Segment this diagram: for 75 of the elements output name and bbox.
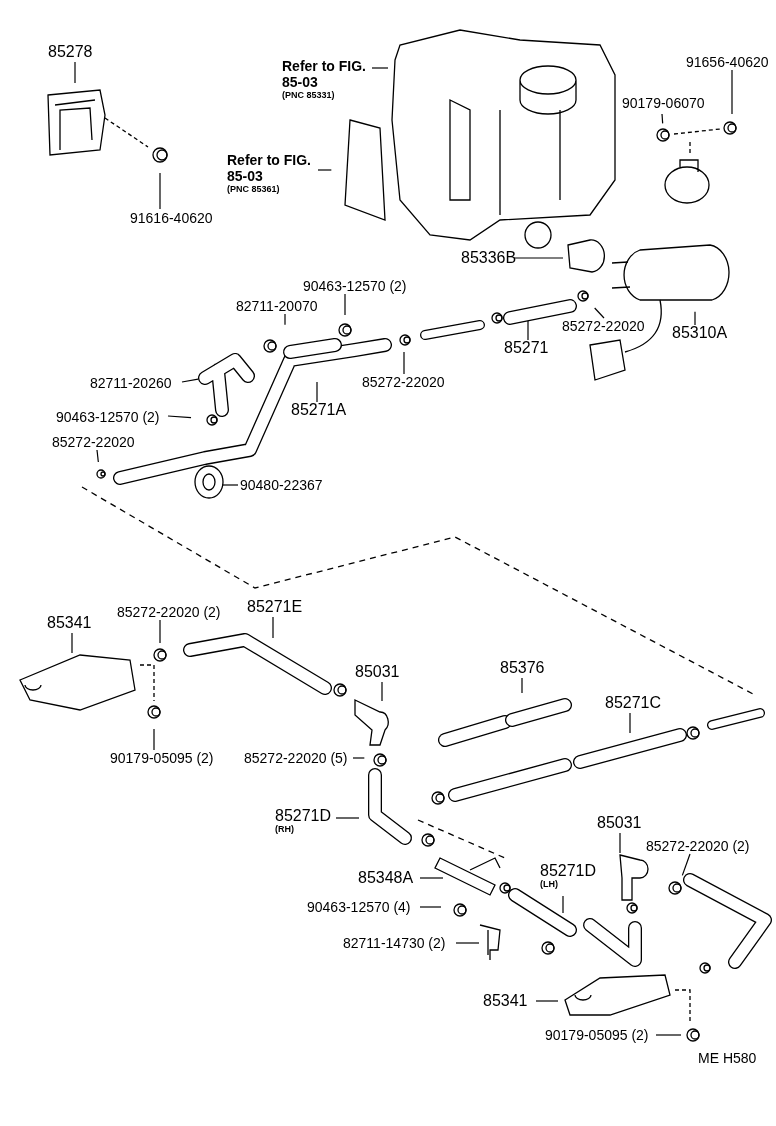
part-number: 90179-05095 (2)	[110, 750, 214, 766]
part-number: 85272-22020 (2)	[646, 838, 750, 854]
leader-line	[352, 757, 365, 759]
reference-note: Refer to FIG. 85-03	[282, 58, 367, 90]
side-note: (LH)	[540, 879, 559, 889]
leader-line	[419, 877, 444, 879]
leader-line	[221, 484, 239, 486]
leader-line	[272, 616, 274, 639]
leader-line	[619, 832, 621, 854]
leader-line	[335, 817, 360, 819]
part-number: 85031	[355, 664, 400, 680]
leader-line	[159, 619, 161, 644]
leader-line	[562, 895, 564, 914]
part-number: 85271A	[291, 402, 347, 418]
leader-line	[167, 415, 192, 419]
part-number: 82711-20260	[90, 375, 172, 391]
part-number: 85336B	[461, 250, 517, 266]
leader-line	[655, 1034, 682, 1036]
part-number: 85310A	[672, 325, 728, 341]
leader-line	[521, 677, 523, 694]
side-note: (PNC 85361)	[227, 184, 281, 194]
leader-line	[419, 906, 442, 908]
part-number: 85376	[500, 660, 545, 676]
side-note: (RH)	[275, 824, 295, 834]
leader-line	[513, 257, 564, 259]
leader-line	[284, 313, 286, 326]
part-number: 85271E	[247, 599, 303, 615]
part-number: 82711-14730 (2)	[343, 935, 446, 951]
leader-line	[661, 113, 664, 124]
part-number: 85271	[504, 340, 549, 356]
leader-line	[455, 942, 480, 944]
part-number: 85272-22020 (5)	[244, 750, 348, 766]
part-number: 85348A	[358, 870, 414, 886]
leader-line	[403, 351, 405, 375]
part-number: 85272-22020	[52, 434, 135, 450]
part-number: 85341	[47, 615, 92, 631]
part-number: 82711-20070	[236, 298, 318, 314]
leader-line	[381, 681, 383, 702]
leader-line	[153, 728, 155, 751]
leader-line	[371, 67, 389, 69]
leader-line	[96, 449, 99, 463]
leader-line	[159, 172, 161, 210]
leader-line	[74, 61, 76, 84]
part-number: 85341	[483, 993, 528, 1009]
leader-line	[629, 712, 631, 734]
side-note: (PNC 85331)	[282, 90, 336, 100]
part-number: 85272-22020	[562, 318, 645, 334]
part-number: 90179-06070	[622, 95, 705, 111]
leader-line	[535, 1000, 559, 1002]
part-number: 90179-05095 (2)	[545, 1027, 649, 1043]
leader-line	[344, 293, 346, 316]
leader-line	[317, 169, 332, 171]
leader-line	[71, 632, 73, 654]
part-number: 90463-12570 (2)	[56, 409, 160, 425]
leader-line	[594, 307, 605, 319]
part-number: 91656-40620	[686, 54, 769, 70]
leader-line	[694, 311, 696, 326]
reference-note: Refer to FIG. 85-03	[227, 152, 312, 184]
part-number: 85271D	[275, 807, 332, 824]
leader-line	[316, 381, 318, 403]
leader-line	[681, 853, 691, 876]
part-number: 91616-40620	[130, 210, 213, 226]
leader-line	[731, 69, 733, 115]
part-number: 85272-22020 (2)	[117, 604, 221, 620]
drawing-code: ME H580	[698, 1050, 757, 1066]
part-number: 90463-12570 (2)	[303, 278, 407, 294]
part-number: 85278	[48, 44, 93, 60]
part-number: 90480-22367	[240, 477, 323, 493]
part-number: 85271C	[605, 695, 662, 711]
part-number: 90463-12570 (4)	[307, 899, 411, 915]
part-number: 85272-22020	[362, 374, 445, 390]
part-number: 85271D	[540, 862, 597, 879]
leader-line	[181, 378, 199, 383]
part-number: 85031	[597, 815, 642, 831]
leader-line	[527, 320, 529, 341]
